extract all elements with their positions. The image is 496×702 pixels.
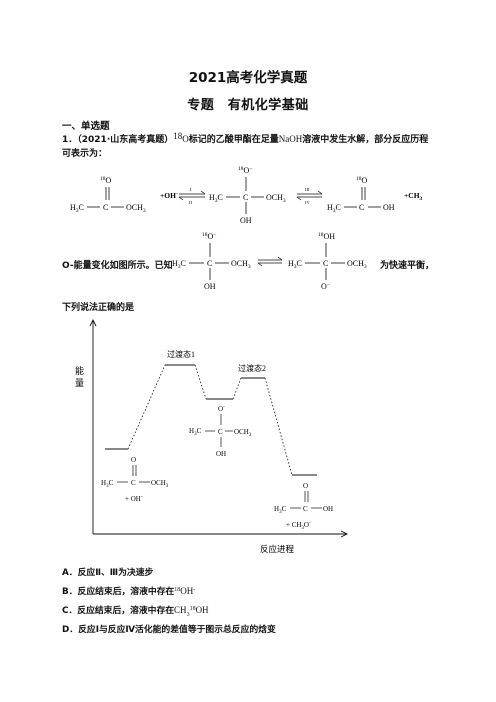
react-och3: OCH3 bbox=[151, 479, 169, 489]
option-c-text: 反应结束后，溶液中存在 bbox=[77, 606, 175, 616]
react-plus-oh: + OH- bbox=[125, 495, 143, 503]
s1-o18: 18O bbox=[100, 176, 112, 185]
option-b[interactable]: B．反应结束后，溶液中存在18OH- bbox=[62, 584, 195, 597]
arrow-label-i: I bbox=[190, 187, 192, 192]
y-label-top: 能 bbox=[75, 365, 84, 376]
e1-o18minus: 18O− bbox=[202, 232, 216, 241]
option-c[interactable]: C．反应结束后，溶液中存在CH318OH bbox=[62, 603, 209, 618]
question-source: （2021·山东高考真题） bbox=[77, 135, 174, 145]
reaction-scheme: 18O H3C C OCH3 +OH- I II 18O− H3C C OCH3… bbox=[70, 166, 423, 225]
path-3 bbox=[232, 377, 242, 400]
reagent: NaOH bbox=[278, 134, 303, 144]
react-o: O bbox=[131, 456, 136, 464]
document-title: 2021高考化学真题 bbox=[188, 70, 308, 86]
s1-h3c: H3C bbox=[70, 203, 84, 214]
stem-text-1: 标记的乙酸甲酯在足量 bbox=[188, 135, 279, 145]
e2-o18h: 18OH bbox=[318, 232, 335, 241]
inter-h3c: H3C bbox=[189, 427, 202, 437]
plus-ch3: +CH3 bbox=[404, 191, 423, 202]
isotope-element: O bbox=[182, 134, 189, 144]
stem-text-fast: 为快速平衡， bbox=[380, 261, 435, 271]
prod-plus: + CH3O- bbox=[286, 521, 311, 531]
e2-ominus: O− bbox=[321, 282, 330, 291]
option-d[interactable]: D．反应Ⅰ与反应Ⅳ活化能的差值等于图示总反应的焓变 bbox=[62, 622, 276, 635]
react-h3c: H3C bbox=[101, 479, 114, 489]
e2-h3c: H3C bbox=[288, 259, 302, 270]
question-number: 1． bbox=[62, 135, 78, 145]
x-label: 反应进程 bbox=[260, 544, 295, 554]
isotope-mass: 18 bbox=[173, 131, 183, 141]
inter-oh: OH bbox=[216, 450, 226, 458]
stem-o: O bbox=[62, 261, 70, 271]
topic-title: 专题 有机化学基础 bbox=[187, 98, 309, 113]
path-2 bbox=[194, 364, 207, 400]
e1-h3c: H3C bbox=[172, 259, 186, 270]
e2-c: C bbox=[323, 259, 328, 268]
fast-equilibrium-scheme: 18O− H3C C OCH3 OH 18OH H3C C OCH3 O− bbox=[172, 232, 367, 291]
s2-oh: OH bbox=[240, 216, 252, 225]
s3-h3c: H3C bbox=[327, 203, 341, 214]
question-stem-line1: 1．（2021·山东高考真题）18O标记的乙酸甲酯在足量NaOH溶液中发生水解，… bbox=[62, 131, 428, 145]
s2-c: C bbox=[243, 193, 248, 202]
react-c: C bbox=[131, 479, 136, 487]
arrow-label-iv: IV bbox=[305, 200, 310, 205]
option-b-label: B． bbox=[62, 587, 78, 597]
prod-oh: OH bbox=[323, 505, 333, 513]
prod-h3c: H3C bbox=[274, 505, 287, 515]
option-c-formula: CH318OH bbox=[174, 605, 209, 618]
e1-och3: OCH3 bbox=[231, 259, 251, 270]
prod-c: C bbox=[303, 505, 308, 513]
option-b-text: 反应结束后，溶液中存在 bbox=[77, 587, 175, 597]
prod-o: O bbox=[303, 482, 308, 490]
e2-och3: OCH3 bbox=[347, 259, 367, 270]
s3-oh: OH bbox=[383, 203, 395, 212]
ts1-label: 过渡态1 bbox=[167, 349, 195, 359]
plus-oh: +OH- bbox=[160, 191, 178, 200]
option-a[interactable]: A．反应Ⅱ、Ⅲ为决速步 bbox=[62, 565, 153, 578]
s1-c: C bbox=[103, 203, 108, 212]
s2-och3: OCH3 bbox=[266, 193, 286, 204]
x-axis-arrow bbox=[340, 530, 349, 538]
e1-oh: OH bbox=[204, 282, 216, 291]
path-1 bbox=[127, 364, 166, 450]
e1-c: C bbox=[207, 259, 212, 268]
ts2-label: 过渡态2 bbox=[238, 363, 266, 373]
s2-h3c: H3C bbox=[209, 193, 223, 204]
inter-o: O- bbox=[218, 405, 225, 413]
y-axis-arrow bbox=[89, 318, 97, 327]
inter-och3: OCH3 bbox=[234, 428, 252, 438]
arrow-label-ii: II bbox=[189, 200, 192, 205]
question-stem-line2: 可表示为： bbox=[62, 149, 108, 159]
s3-o18: 18O bbox=[356, 176, 368, 185]
question-stem-line4: 下列说法正确的是 bbox=[62, 303, 135, 313]
option-b-formula: 18OH- bbox=[174, 586, 196, 596]
s1-och3: OCH3 bbox=[126, 203, 146, 214]
arrow-label-iii: III bbox=[305, 187, 310, 192]
path-4 bbox=[264, 377, 293, 476]
energy-diagram: 能 量 反应进程 过渡态1 过渡态2 O- H3C C OCH3 OH O H3… bbox=[75, 318, 349, 554]
question-stem-line3: O-能量变化如图所示。已知 bbox=[62, 258, 173, 271]
option-d-text: 反应Ⅰ与反应Ⅳ活化能的差值等于图示总反应的焓变 bbox=[78, 625, 276, 635]
option-a-label: A． bbox=[62, 568, 78, 578]
option-a-text: 反应Ⅱ、Ⅲ为决速步 bbox=[77, 568, 154, 578]
s2-o18minus: 18O− bbox=[238, 166, 252, 175]
option-d-label: D． bbox=[62, 625, 79, 635]
stem-text-2: 溶液中发生水解，部分反应历程 bbox=[302, 135, 429, 145]
section-heading: 一、单选题 bbox=[62, 121, 110, 132]
stem-text-3: -能量变化如图所示。已知 bbox=[69, 261, 173, 271]
option-c-label: C． bbox=[62, 606, 78, 616]
y-label-bottom: 量 bbox=[75, 378, 84, 388]
inter-c: C bbox=[218, 428, 223, 436]
s3-c: C bbox=[359, 203, 364, 212]
